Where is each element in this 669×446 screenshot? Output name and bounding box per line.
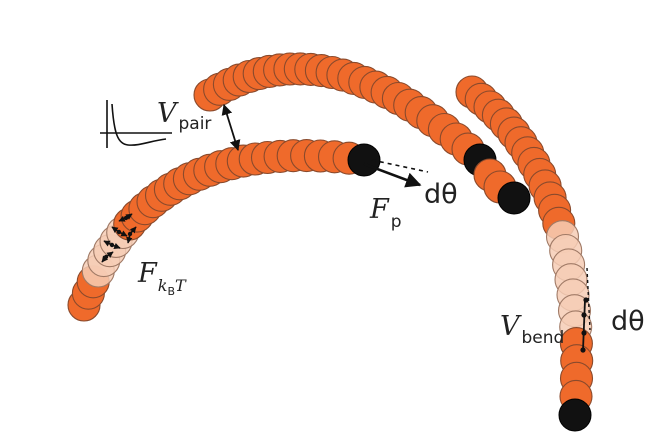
filament-head-bead: [558, 398, 592, 432]
f-kbt-label: FkBT: [137, 258, 187, 298]
right-filament: [455, 75, 594, 432]
propulsion-force-arrow: [363, 162, 422, 188]
dtheta-label-head: dθ: [424, 179, 458, 210]
bend-angle-marker: [580, 267, 591, 353]
pair-potential-sketch: [100, 100, 172, 148]
middle-filament: [67, 139, 381, 322]
reference-dashed-line: [371, 159, 429, 173]
pair-distance-arrow: [221, 103, 241, 152]
upper-filament: [193, 52, 531, 215]
thermal-noise-arrows: [101, 213, 137, 263]
filament-head-bead: [497, 181, 531, 215]
dtheta-label-bend: dθ: [611, 306, 645, 337]
